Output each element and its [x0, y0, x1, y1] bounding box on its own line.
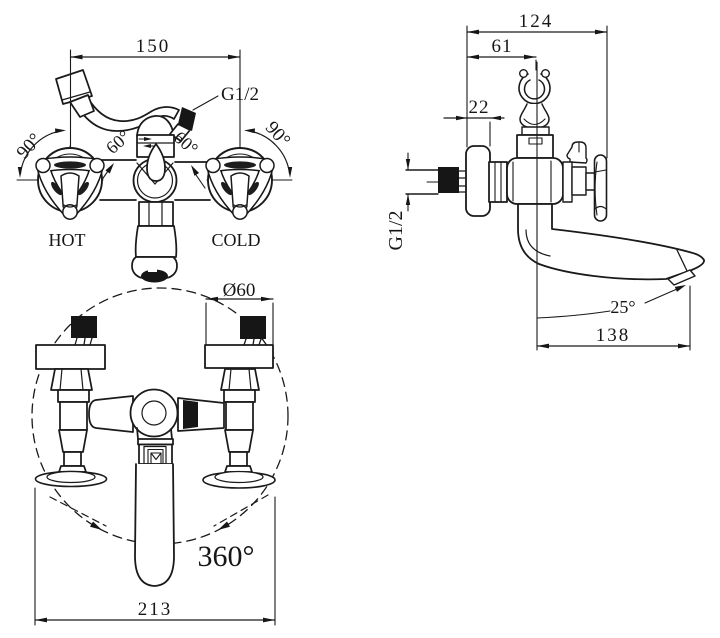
- svg-text:61: 61: [492, 36, 513, 57]
- svg-text:124: 124: [519, 11, 554, 32]
- svg-text:150: 150: [136, 36, 171, 57]
- svg-text:138: 138: [596, 325, 631, 346]
- svg-text:25°: 25°: [610, 297, 635, 317]
- svg-text:COLD: COLD: [212, 230, 261, 250]
- svg-text:360°: 360°: [198, 540, 255, 573]
- svg-text:60°: 60°: [102, 126, 134, 158]
- svg-text:213: 213: [138, 599, 173, 620]
- svg-text:G1/2: G1/2: [385, 211, 407, 251]
- svg-text:HOT: HOT: [49, 230, 86, 250]
- svg-text:90°: 90°: [261, 117, 294, 151]
- svg-text:Ø60: Ø60: [223, 280, 256, 301]
- svg-text:22: 22: [469, 97, 490, 118]
